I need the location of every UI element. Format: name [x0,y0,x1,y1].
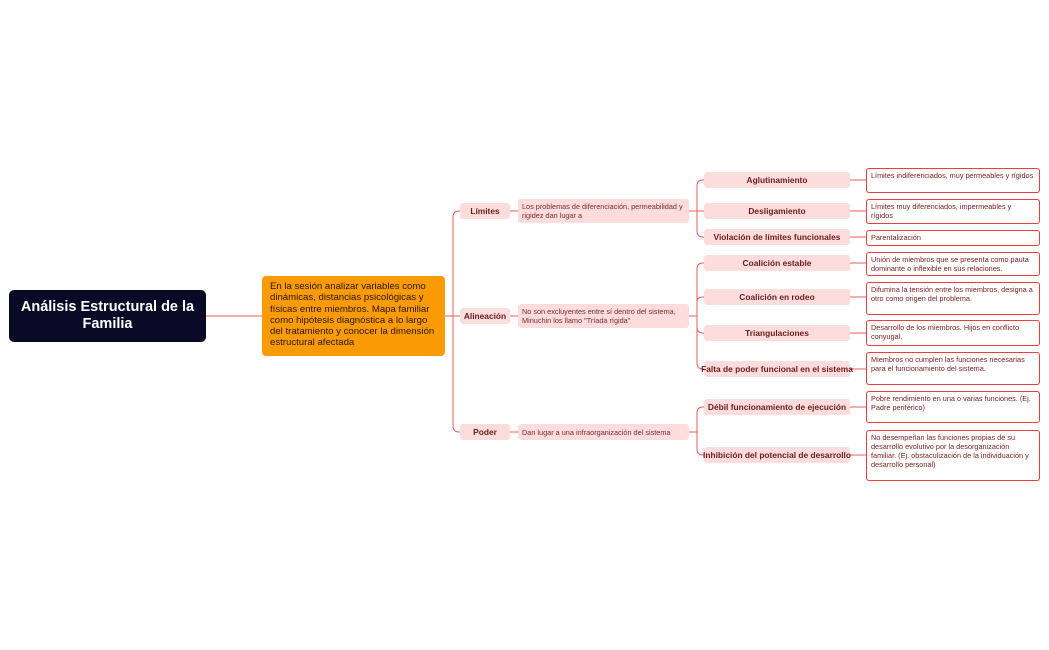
item-desligamiento[interactable]: Desligamiento [704,203,850,219]
branch-poder-description[interactable]: Dan lugar a una infraorganización del si… [518,424,689,440]
detail-falta-poder[interactable]: Miembros no cumplen las funciones necesa… [866,352,1040,385]
detail-coalicion-rodeo[interactable]: Difumina la tensión entre los miembros, … [866,282,1040,315]
branch-limites-description[interactable]: Los problemas de diferenciación, permeab… [518,199,689,223]
item-label: Coalición estable [742,258,812,268]
intro-node[interactable]: En la sesión analizar variables como din… [262,276,445,356]
detail-text: Miembros no cumplen las funciones necesa… [871,355,1025,373]
item-coalicion-estable[interactable]: Coalición estable [704,255,850,271]
item-inhibicion-potencial[interactable]: Inhibición del potencial de desarrollo [703,447,851,463]
item-label: Coalición en rodeo [739,292,815,302]
intro-text: En la sesión analizar variables como din… [270,281,435,349]
detail-text: Límites muy diferenciados, impermeables … [871,202,1012,220]
item-label: Triangulaciones [745,328,809,338]
detail-text: Unión de miembros que se presenta como p… [871,255,1029,273]
item-falta-poder[interactable]: Falta de poder funcional en el sistema [701,361,853,377]
item-aglutinamiento[interactable]: Aglutinamiento [704,172,850,188]
item-violacion-limites[interactable]: Violación de límites funcionales [704,229,850,245]
item-label: Violación de límites funcionales [713,232,841,242]
detail-text: Límites indiferenciados, muy permeables … [871,171,1034,180]
item-debil-funcionamiento[interactable]: Débil funcionamiento de ejecución [704,399,850,415]
branch-description: Los problemas de diferenciación, permeab… [522,202,683,220]
item-label: Débil funcionamiento de ejecución [707,402,847,412]
detail-text: Parentalización [871,233,921,242]
detail-debil-funcionamiento[interactable]: Pobre rendimiento en una o varias funcio… [866,391,1040,423]
detail-desligamiento[interactable]: Límites muy diferenciados, impermeables … [866,199,1040,224]
item-label: Falta de poder funcional en el sistema [701,364,853,374]
branch-alineacion[interactable]: Alineación [460,308,510,324]
root-node[interactable]: Análisis Estructural de la Familia [9,290,206,342]
item-label: Aglutinamiento [746,175,808,185]
branch-description: Dan lugar a una infraorganización del si… [522,427,671,437]
detail-text: Pobre rendimiento en una o varias funcio… [871,394,1031,412]
branch-description: No son excluyentes entre sí dentro del s… [522,307,676,325]
branch-alineacion-description[interactable]: No son excluyentes entre sí dentro del s… [518,304,689,328]
detail-violacion-limites[interactable]: Parentalización [866,230,1040,246]
detail-triangulaciones[interactable]: Desarrollo de los miembros. Hijos en con… [866,320,1040,346]
detail-inhibicion-potencial[interactable]: No desempeñan las funciones propias de s… [866,430,1040,481]
root-title: Análisis Estructural de la Familia [20,299,195,332]
item-triangulaciones[interactable]: Triangulaciones [704,325,850,341]
detail-text: Desarrollo de los miembros. Hijos en con… [871,323,1020,341]
item-label: Inhibición del potencial de desarrollo [703,450,851,460]
detail-aglutinamiento[interactable]: Límites indiferenciados, muy permeables … [866,168,1040,193]
item-coalicion-rodeo[interactable]: Coalición en rodeo [704,289,850,305]
branch-label: Poder [473,427,497,437]
item-label: Desligamiento [748,206,806,216]
detail-coalicion-estable[interactable]: Unión de miembros que se presenta como p… [866,252,1040,276]
branch-limites[interactable]: Límites [460,203,510,219]
branch-label: Límites [470,206,500,216]
branch-poder[interactable]: Poder [460,424,510,440]
detail-text: Difumina la tensión entre los miembros, … [871,285,1033,303]
branch-label: Alineación [463,311,507,321]
detail-text: No desempeñan las funciones propias de s… [871,433,1029,469]
